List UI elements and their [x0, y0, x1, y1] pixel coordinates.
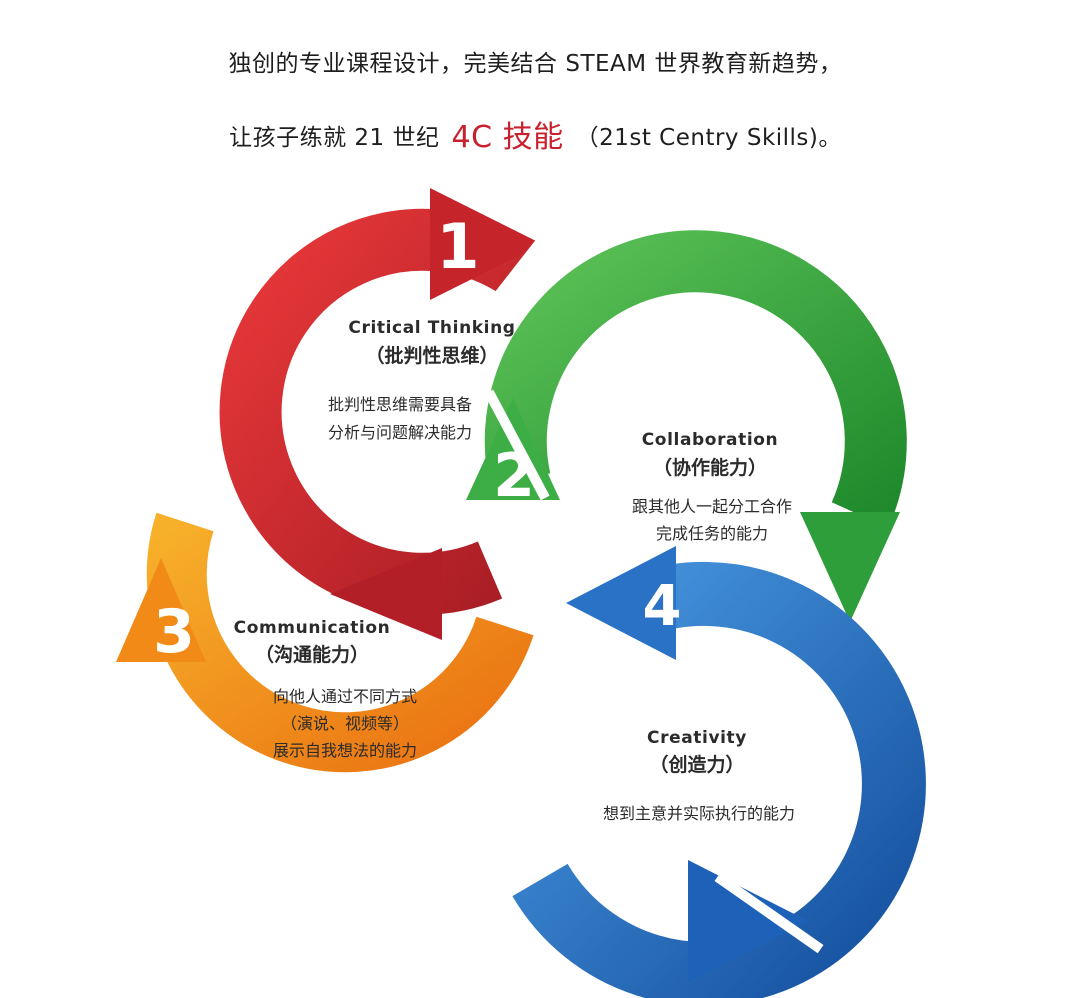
- creativity-cycle-arrow: [512, 546, 926, 998]
- headline-line-1: 独创的专业课程设计，完美结合 STEAM 世界教育新趋势，: [0, 44, 1071, 78]
- communication-cycle-arrow: [116, 485, 534, 773]
- skill-number-4: 4: [643, 574, 682, 639]
- headline-accent-4c-skills: 4C 技能: [451, 120, 564, 155]
- headline-prefix: 让孩子练就 21 世纪: [229, 125, 440, 151]
- communication-title: Communication: [234, 618, 391, 638]
- critical-thinking-desc-line-1: 批判性思维需要具备: [328, 395, 472, 414]
- creativity-desc-line-1: 想到主意并实际执行的能力: [603, 804, 795, 823]
- headline-suffix: （21st Centry Skills)。: [575, 125, 842, 151]
- creativity-title: Creativity: [647, 728, 747, 748]
- critical-thinking-cycle-arrow: [219, 188, 557, 640]
- collaboration-desc-line-1: 跟其他人一起分工合作: [632, 497, 792, 516]
- headline-text-1: 独创的专业课程设计，完美结合 STEAM 世界教育新趋势，: [228, 51, 843, 77]
- headline-line-2: 让孩子练就 21 世纪 4C 技能 （21st Centry Skills)。: [0, 112, 1071, 156]
- critical-thinking-title: Critical Thinking: [348, 318, 515, 338]
- communication-desc-line-2: （演说、视频等）: [281, 714, 409, 733]
- collaboration-cycle-arrow: [466, 230, 907, 622]
- collaboration-title-cn: （协作能力）: [653, 456, 767, 479]
- collaboration-title: Collaboration: [642, 430, 779, 450]
- creativity-title-cn: （创造力）: [649, 753, 744, 776]
- collaboration-desc-line-2: 完成任务的能力: [656, 524, 768, 543]
- skill-number-2: 2: [493, 441, 535, 511]
- critical-thinking-title-cn: （批判性思维）: [365, 344, 498, 367]
- skill-number-1: 1: [436, 210, 479, 283]
- communication-desc-line-3: 展示自我想法的能力: [273, 741, 417, 760]
- communication-title-cn: （沟通能力）: [255, 643, 369, 666]
- communication-desc-line-1: 向他人通过不同方式: [273, 687, 417, 706]
- skill-number-3: 3: [153, 597, 195, 667]
- critical-thinking-desc-line-2: 分析与问题解决能力: [328, 423, 472, 442]
